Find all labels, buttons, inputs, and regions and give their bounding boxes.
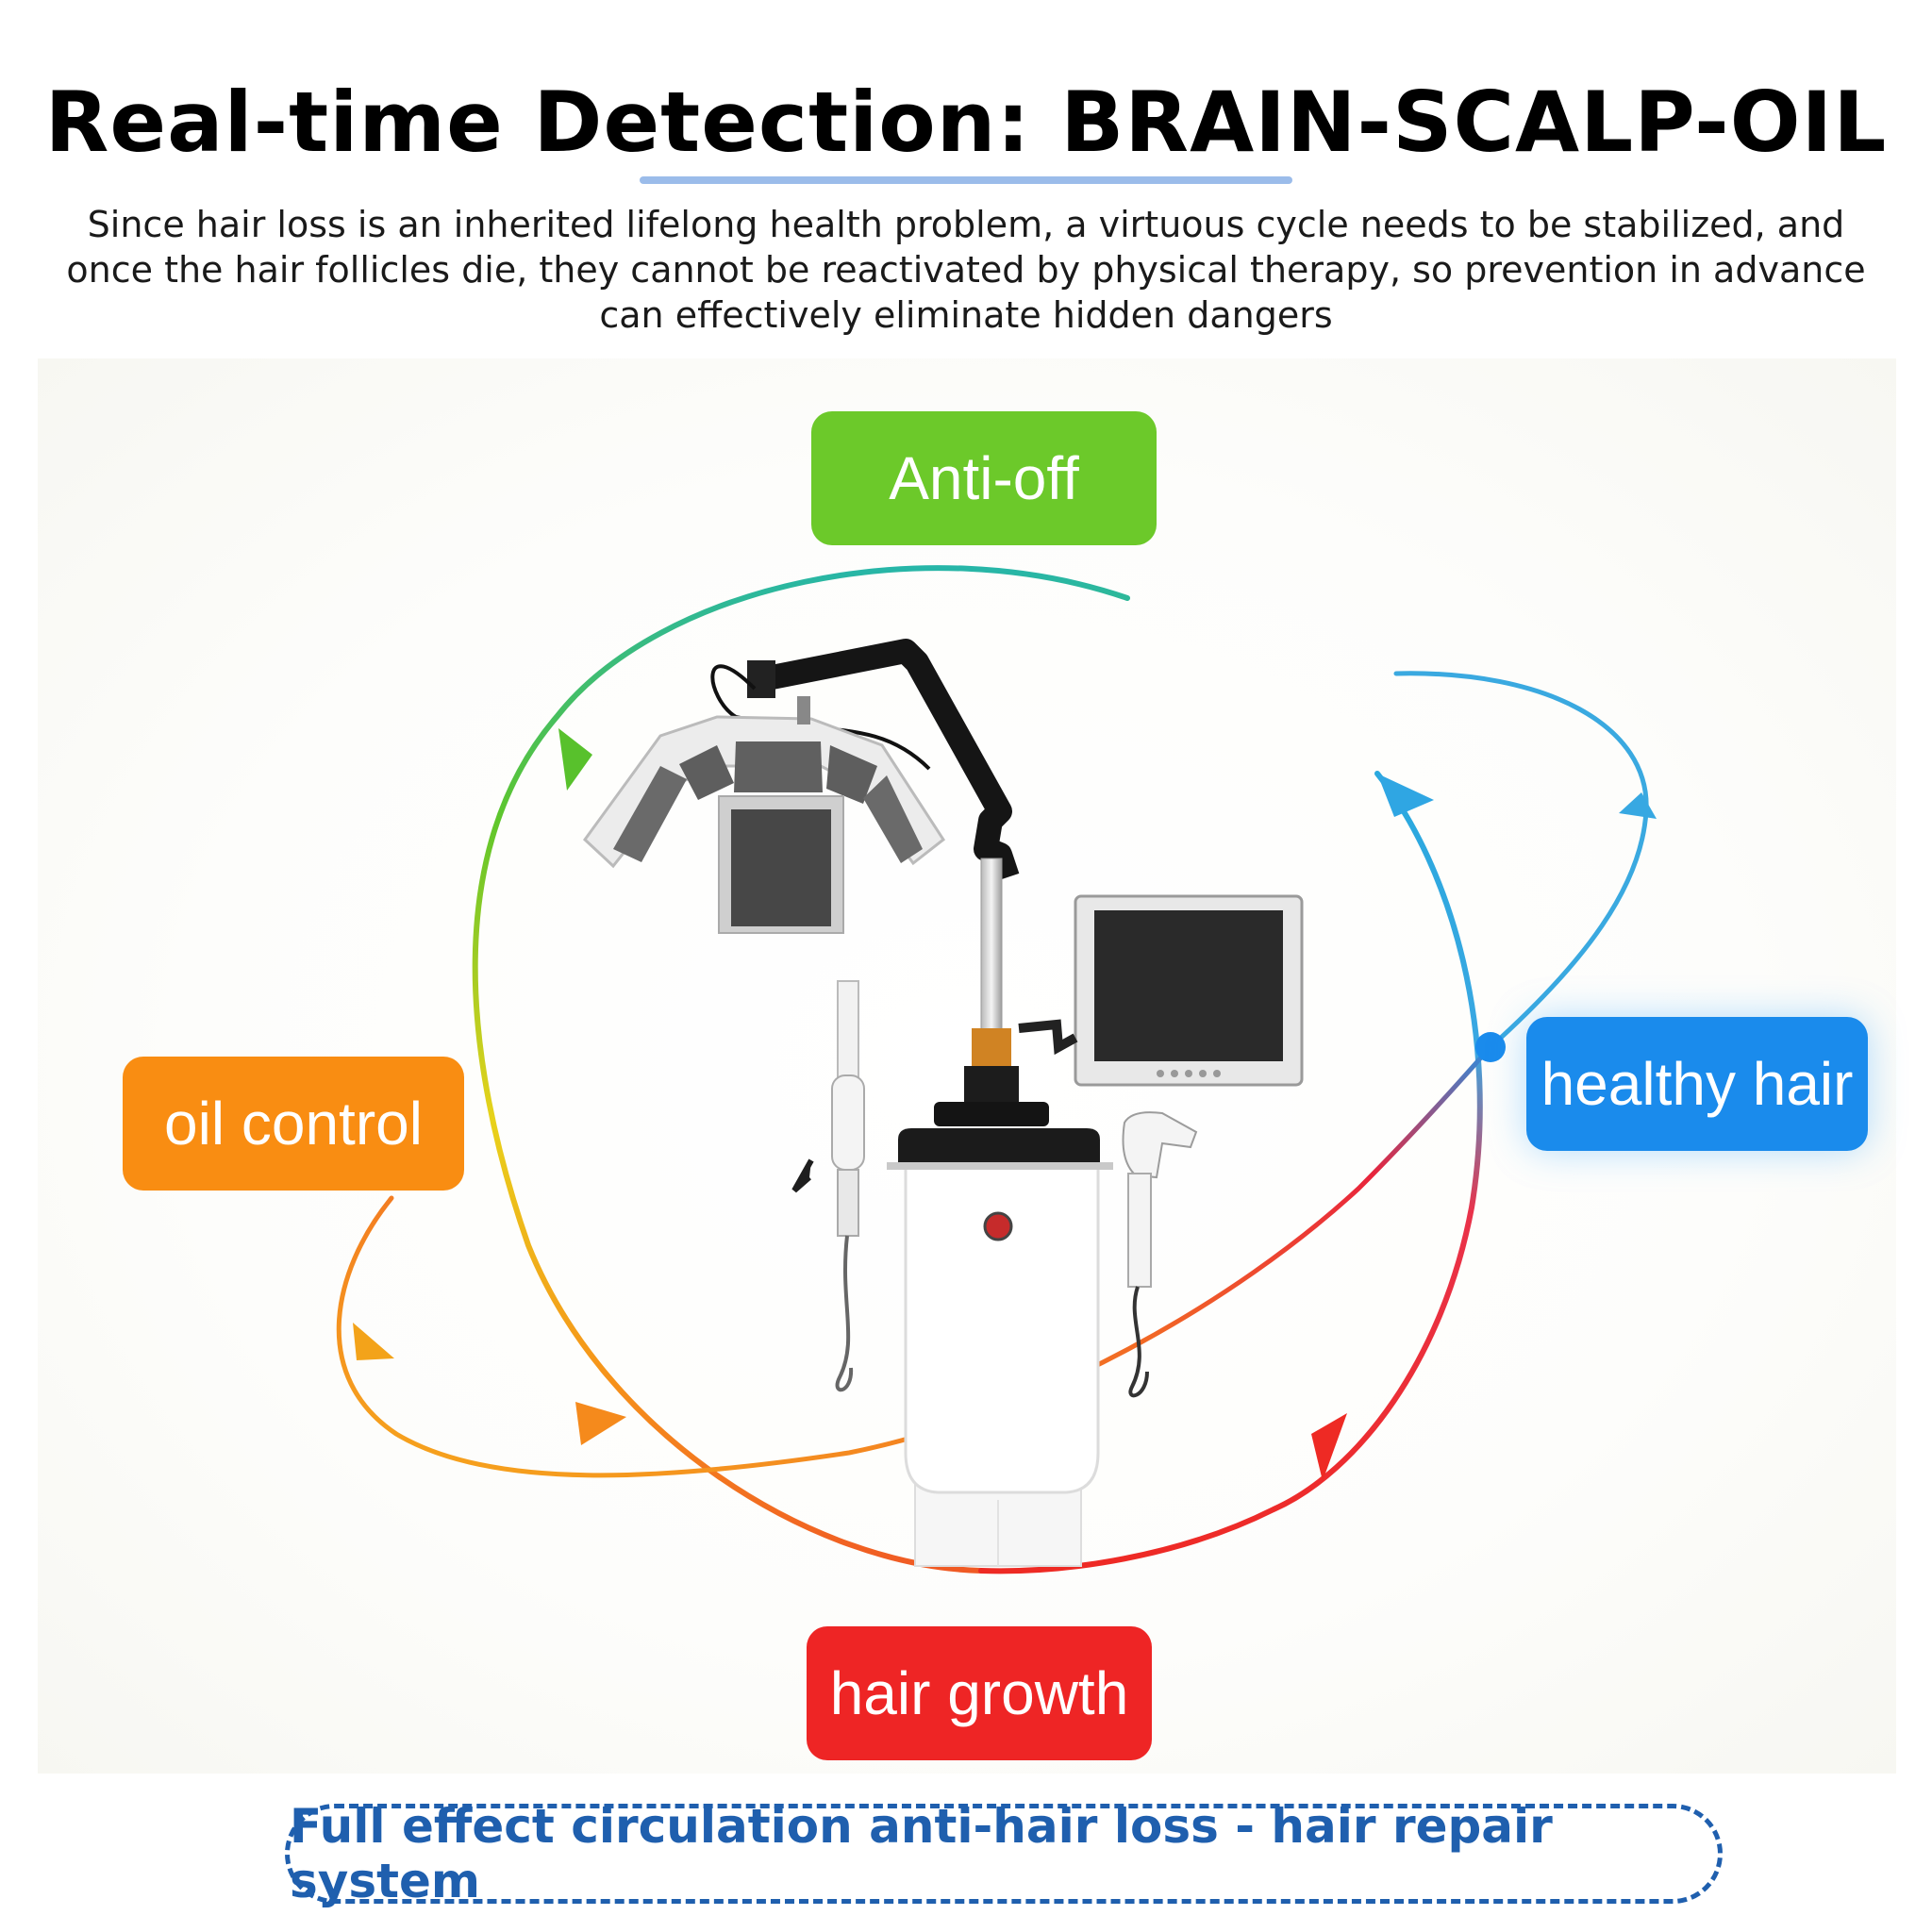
label-oil-control: oil control (123, 1057, 464, 1191)
device-body (887, 1128, 1113, 1567)
arrow-right-arc (978, 771, 1483, 1574)
footer-banner: Full effect circulation anti-hair loss -… (285, 1799, 1723, 1908)
power-button (983, 1211, 1013, 1241)
footer-text: Full effect circulation anti-hair loss -… (290, 1799, 1553, 1908)
label-hair-growth: hair growth (807, 1626, 1152, 1760)
device-arm (759, 639, 1020, 882)
device-illustration (583, 639, 1304, 1567)
pole-base (964, 1066, 1019, 1104)
arrowhead-red (1311, 1413, 1347, 1481)
page-title: Real-time Detection: BRAIN-SCALP-OIL (44, 74, 1888, 171)
arrow-heads (353, 728, 1657, 1481)
arm-joint (747, 660, 775, 698)
pole-flange (934, 1102, 1049, 1126)
comb-tool (791, 980, 865, 1392)
title-underline (640, 176, 1292, 184)
label-healthy-hair: healthy hair (1526, 1017, 1868, 1151)
pole-collar (972, 1028, 1011, 1070)
arrowhead-green (558, 728, 592, 791)
arrowhead-blue-outer (1619, 792, 1657, 819)
device-monitor (1018, 894, 1304, 1087)
label-anti-off: Anti-off (811, 411, 1157, 545)
arrowhead-orange-mid (575, 1402, 626, 1445)
device-pole (980, 858, 1003, 1048)
arrowhead-orange-left (353, 1323, 394, 1360)
subtitle-text: Since hair loss is an inherited lifelong… (66, 204, 1866, 336)
light-helmet (583, 696, 946, 934)
arrow-healthy-loop (1393, 671, 1649, 1050)
arrow-top-left-arc (472, 565, 1130, 1574)
healthy-node-dot (1475, 1032, 1506, 1062)
arrow-oil-loop (336, 1044, 1493, 1478)
dryer-tool (1122, 1111, 1198, 1398)
arrowhead-blue-inner (1377, 774, 1434, 817)
